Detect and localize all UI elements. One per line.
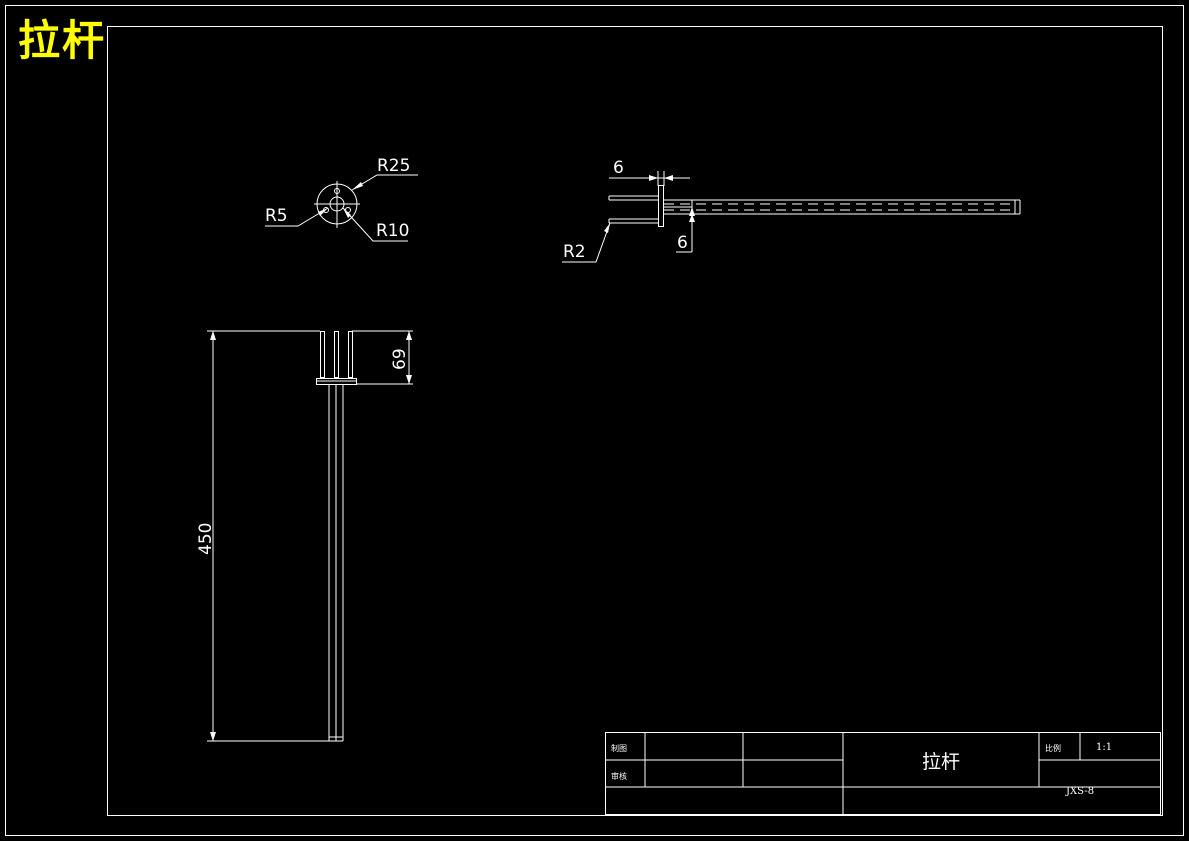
dim-gap-top: 6 — [613, 158, 624, 178]
dim-r5: R5 — [265, 206, 288, 226]
title-block: 制图 审核 拉杆 比例 1:1 JXS-8 — [605, 732, 1161, 815]
scale-value: 1:1 — [1096, 742, 1112, 753]
side-view: 6 6 R2 — [562, 158, 1021, 263]
dim-head-height: 69 — [390, 348, 410, 370]
outer-frame — [5, 5, 1184, 836]
side-flange-plate — [658, 185, 664, 227]
part-name: 拉杆 — [922, 751, 960, 773]
drawing-stamp-title: 拉杆 — [18, 16, 107, 65]
label-checked: 审核 — [611, 771, 627, 781]
dim-r25: R25 — [377, 156, 410, 176]
label-drawn: 制图 — [611, 743, 627, 753]
drawing-number: JXS-8 — [1065, 786, 1094, 797]
dim-r10: R10 — [376, 221, 409, 241]
front-view: 450 69 — [196, 330, 413, 742]
dim-length-total: 450 — [196, 523, 216, 555]
dim-gap-bottom: 6 — [677, 233, 688, 253]
inner-frame — [107, 26, 1163, 816]
dim-r2: R2 — [563, 242, 586, 262]
label-scale: 比例 — [1045, 743, 1061, 753]
top-view: R25 R5 R10 — [265, 156, 418, 242]
